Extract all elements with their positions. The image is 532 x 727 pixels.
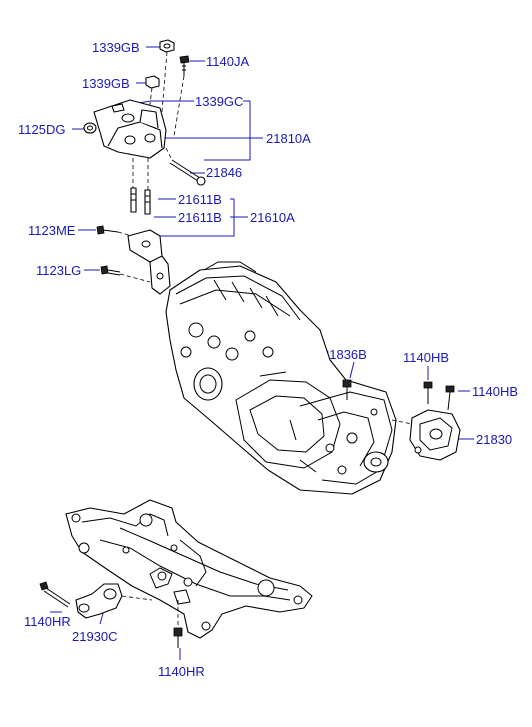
engine-hole-2 [207,335,221,349]
engine-hole-6 [262,346,274,358]
bolt-21836b [342,379,352,400]
bolt-1140hb-a [423,381,433,404]
part-labels: 1339GB 1140JA 1339GB 1339GC 1125DG 21810… [18,40,518,679]
upper-mount-assembly [83,39,206,295]
roll-mount-21930c [39,581,183,648]
transaxle-output [363,451,389,473]
label-21830[interactable]: 21830 [476,432,512,447]
alignment-line-4 [165,147,173,161]
bolt-1123lg [100,265,151,283]
label-21611b-a[interactable]: 21611B [178,192,222,207]
engine-hole-3 [225,347,239,361]
oil-filter [193,367,223,401]
engine-hole-1 [188,322,204,338]
bolt-1140ja [179,55,190,76]
bolt-1140hr-a [39,581,71,608]
engine-hole-5 [244,330,256,342]
bolt-1140hr-b [173,600,183,648]
alignment-line-5 [391,419,413,425]
label-21610a[interactable]: 21610A [250,210,295,225]
alignment-line-3 [147,87,153,121]
label-1123me[interactable]: 1123ME [28,223,76,238]
bolt-1123me [96,225,133,237]
label-21810a[interactable]: 21810A [266,131,311,146]
label-1140ja[interactable]: 1140JA [206,54,249,69]
nut-1339gb-top [159,39,175,53]
studs-21611b [130,158,151,215]
label-1140hb-a[interactable]: 1140HB [403,350,449,365]
label-1140hr-a[interactable]: 1140HR [24,614,71,629]
label-21836b[interactable]: 21836B [322,347,367,362]
bolt-1140hb-b [445,385,455,411]
label-1125dg[interactable]: 1125DG [18,122,65,137]
leader-21610a [152,198,248,237]
bracket-21810a [93,99,167,159]
engine-hole-4 [180,346,192,358]
nut-1339gb-mid [145,75,160,89]
label-21930c[interactable]: 21930C [72,629,118,644]
label-21611b-b[interactable]: 21611B [178,210,222,225]
engine-block [165,261,397,495]
bolt-21846 [169,159,206,186]
washer-1125dg [83,122,97,134]
label-1140hb-b[interactable]: 1140HB [472,384,518,399]
alignment-line-2 [173,75,185,137]
transaxle-mount-21830 [342,379,461,461]
subframe-crossmember [65,499,313,639]
label-21846[interactable]: 21846 [206,165,242,180]
label-1140hr-b[interactable]: 1140HR [158,664,205,679]
label-1339gc[interactable]: 1339GC [195,94,243,109]
bracket-21610a [127,229,171,295]
label-1339gb-top[interactable]: 1339GB [92,40,140,55]
label-1123lg[interactable]: 1123LG [36,263,81,278]
label-1339gb-mid[interactable]: 1339GB [82,76,130,91]
leader-21836b [349,361,355,379]
